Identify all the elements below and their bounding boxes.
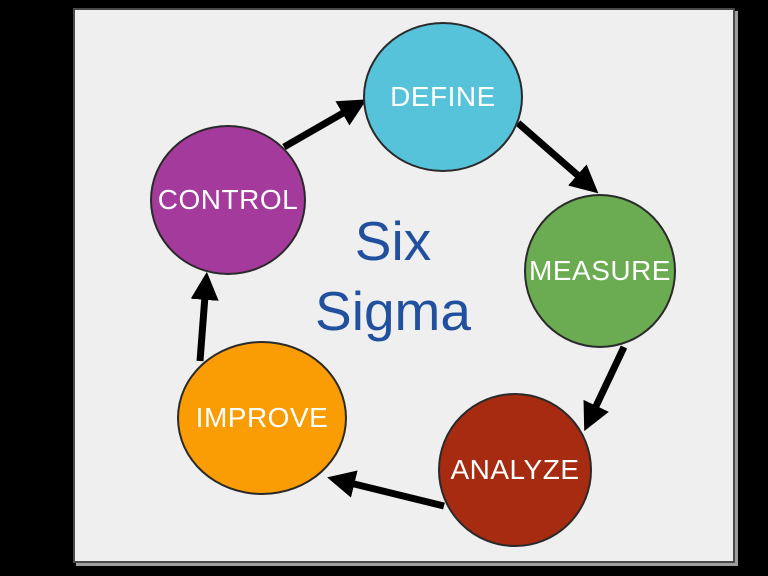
node-analyze-label: ANALYZE bbox=[450, 454, 580, 485]
node-analyze: ANALYZE bbox=[438, 393, 592, 547]
diagram-title: Six Sigma bbox=[277, 206, 509, 346]
node-improve-label: IMPROVE bbox=[195, 402, 329, 433]
node-control-label: CONTROL bbox=[157, 184, 299, 215]
diagram-title-line-1: Six bbox=[354, 210, 432, 272]
node-measure-label: MEASURE bbox=[529, 255, 671, 286]
node-improve: IMPROVE bbox=[177, 341, 347, 495]
node-define-label: DEFINE bbox=[390, 81, 496, 112]
node-measure: MEASURE bbox=[524, 194, 676, 348]
node-define: DEFINE bbox=[363, 22, 523, 172]
diagram-title-line-2: Sigma bbox=[315, 280, 471, 342]
node-control: CONTROL bbox=[150, 125, 306, 275]
